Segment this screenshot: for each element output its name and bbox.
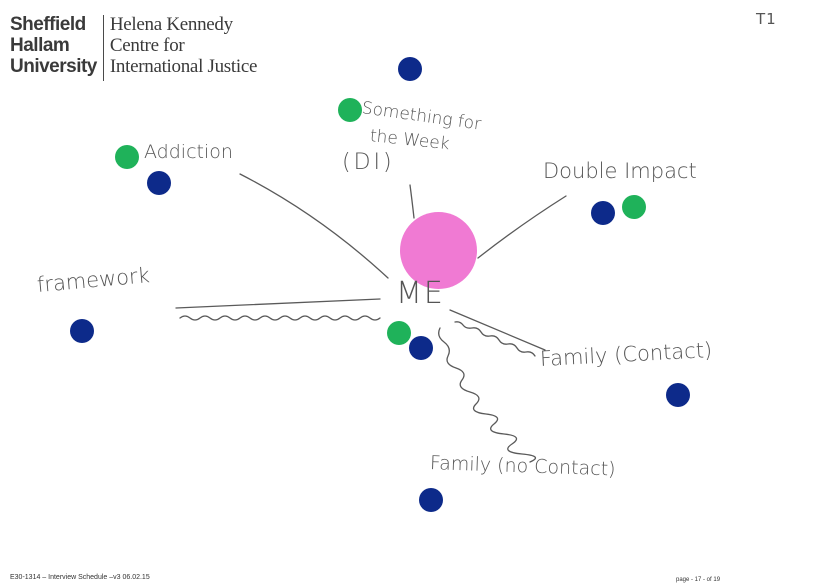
green-dot bbox=[622, 195, 646, 219]
blue-dot bbox=[147, 171, 171, 195]
blue-dot bbox=[398, 57, 422, 81]
connector-family-no-contact-wavy bbox=[438, 327, 537, 463]
label-something-line-3: (DI) bbox=[342, 150, 395, 175]
connector-double-impact bbox=[477, 195, 567, 259]
university-logo: Sheffield Hallam University Helena Kenne… bbox=[10, 14, 257, 81]
green-dot bbox=[338, 98, 362, 122]
green-dot bbox=[115, 145, 139, 169]
logo-centre-line-1: Helena Kennedy bbox=[109, 14, 233, 35]
connector-framework-straight bbox=[175, 298, 381, 309]
center-label: ME bbox=[396, 276, 445, 311]
page-tag: T1 bbox=[756, 10, 777, 28]
blue-dot bbox=[591, 201, 615, 225]
connector-framework-wavy bbox=[179, 315, 381, 321]
connector-addiction bbox=[239, 173, 389, 279]
blue-dot bbox=[419, 488, 443, 512]
blue-dot bbox=[409, 336, 433, 360]
footer-document-reference: E30-1314 – Interview Schedule –v3 06.02.… bbox=[10, 574, 150, 581]
footer-page-number: page - 17 - of 19 bbox=[676, 577, 721, 583]
logo-university-name: Sheffield Hallam University bbox=[10, 14, 103, 77]
connector-family-contact-straight bbox=[449, 309, 546, 351]
connector-family-contact-wavy bbox=[454, 321, 536, 357]
logo-line-2: Hallam bbox=[10, 35, 70, 56]
logo-divider bbox=[102, 15, 104, 81]
blue-dot bbox=[666, 383, 690, 407]
logo-line-1: Sheffield bbox=[10, 14, 86, 35]
green-dot bbox=[387, 321, 411, 345]
connector-something bbox=[409, 184, 415, 219]
blue-dot bbox=[70, 319, 94, 343]
logo-centre-line-2: Centre for bbox=[109, 35, 185, 56]
label-double-impact: Double Impact bbox=[543, 159, 697, 183]
logo-centre-line-3: International Justice bbox=[109, 56, 258, 77]
logo-centre-name: Helena Kennedy Centre for International … bbox=[104, 14, 258, 77]
logo-line-3: University bbox=[10, 56, 97, 77]
center-circle bbox=[400, 212, 477, 289]
label-addiction: Addiction bbox=[144, 141, 233, 163]
